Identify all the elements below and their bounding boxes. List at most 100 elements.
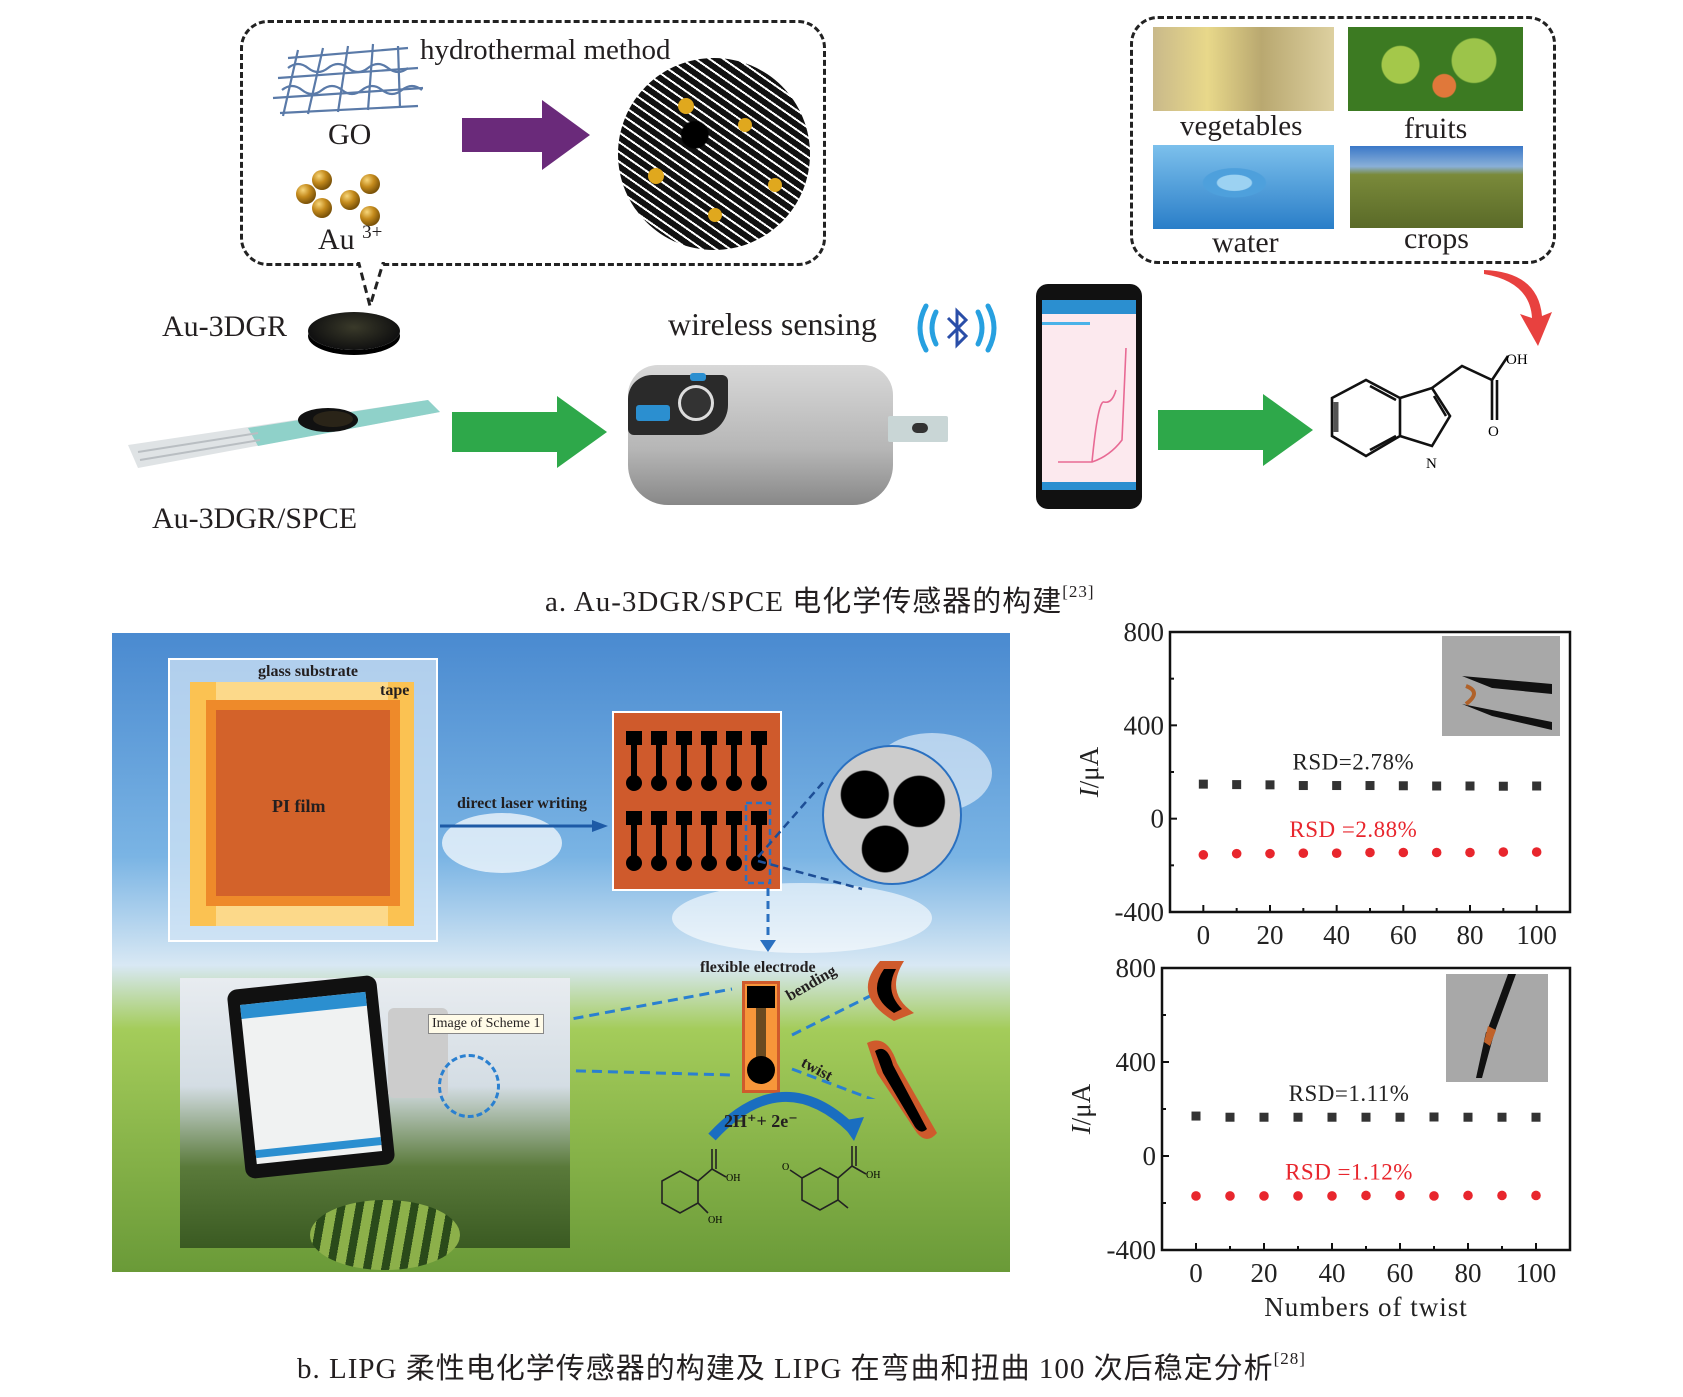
data-point-reduction (1497, 1190, 1507, 1201)
chart-bending: -4000400800020406080100I/μARSD=2.78%RSD … (1074, 617, 1680, 960)
spce-electrode-image (128, 400, 440, 468)
data-point-oxidation (1465, 781, 1475, 791)
oh-label: OH (726, 1173, 740, 1184)
data-point-oxidation (1497, 1112, 1507, 1122)
green-arrow-icon (1158, 394, 1313, 466)
red-curved-arrow-icon (1484, 270, 1552, 346)
data-point-reduction (1431, 847, 1442, 858)
au-3dgr-spce-label: Au-3DGR/SPCE (152, 502, 358, 535)
purple-arrow-icon (462, 100, 590, 170)
data-point-reduction (1225, 1191, 1235, 1201)
x-tick-label: 100 (1516, 920, 1557, 950)
data-point-reduction (1498, 847, 1509, 857)
rsd-annotation: RSD=1.11% (1289, 1081, 1410, 1106)
wireless-sensing-label: wireless sensing (668, 306, 877, 342)
data-point-oxidation (1432, 781, 1442, 791)
caption-b: b. LIPG 柔性电化学传感器的构建及 LIPG 在弯曲和扭曲 100 次后稳… (297, 1345, 1306, 1387)
indole-acetic-acid-structure: N OH O (1330, 352, 1528, 472)
x-tick-label: 20 (1257, 920, 1284, 950)
data-point-reduction (1395, 1190, 1405, 1201)
callout-pointer (356, 258, 386, 310)
data-point-reduction (1331, 848, 1342, 858)
oh-label: OH (1506, 352, 1528, 368)
x-tick-label: 40 (1323, 920, 1350, 950)
data-point-oxidation (1298, 781, 1308, 791)
highlight-circle (438, 1054, 500, 1118)
inset-photo (1442, 636, 1560, 736)
data-point-oxidation (1232, 780, 1242, 790)
oh-label-2: OH (708, 1215, 722, 1226)
au-ion-label: Au 3+ (318, 222, 382, 257)
x-tick-label: 60 (1390, 920, 1417, 950)
y-tick-label: -400 (1107, 1235, 1157, 1265)
go-label: GO (328, 118, 372, 151)
cv-curve (1058, 347, 1127, 463)
water-photo (1153, 145, 1334, 229)
y-tick-label: 0 (1143, 1141, 1157, 1171)
reaction-label: 2H⁺+ 2e⁻ (724, 1111, 798, 1131)
data-point-reduction (1465, 847, 1475, 858)
y-tick-label: 800 (1116, 958, 1157, 983)
tablet (226, 974, 396, 1180)
inserted-electrode (888, 416, 948, 442)
data-point-oxidation (1198, 779, 1208, 789)
water-label: water (1212, 226, 1279, 259)
down-arrow-icon (760, 888, 776, 952)
vegetables-photo (1153, 27, 1334, 111)
data-point-reduction (1327, 1191, 1337, 1201)
zoom-lines (757, 778, 863, 891)
lipg-scene: glass substrate tape PI film direct lase… (112, 633, 1010, 1272)
scheme-image-tag: Image of Scheme 1 (428, 1014, 545, 1034)
phone-screen (1042, 300, 1136, 490)
method-label: hydrothermal method (420, 34, 671, 66)
data-point-oxidation (1225, 1112, 1235, 1122)
data-point-oxidation (1532, 781, 1542, 791)
x-tick-label: 80 (1457, 920, 1484, 950)
data-point-oxidation (1498, 781, 1508, 791)
data-point-oxidation (1332, 781, 1342, 791)
x-axis-label: Numbers of twist (1264, 1292, 1467, 1322)
caption-a-ref: [23] (1062, 582, 1095, 601)
o-label: O (782, 1162, 789, 1173)
data-point-reduction (1398, 847, 1409, 858)
y-axis-label: I/μA (1080, 746, 1104, 798)
fruits-label: fruits (1404, 112, 1468, 145)
data-point-reduction (1298, 848, 1309, 858)
data-point-oxidation (1365, 781, 1375, 791)
x-tick-label: 60 (1387, 1258, 1414, 1288)
data-point-reduction (1198, 850, 1209, 860)
data-point-reduction (1361, 1190, 1371, 1201)
chart-bending-svg: -4000400800020406080100I/μARSD=2.78%RSD … (1074, 617, 1572, 950)
x-tick-label: 100 (1516, 1258, 1557, 1288)
flexible-electrode (742, 981, 780, 1093)
twisted-electrode (867, 1040, 937, 1139)
data-point-reduction (1259, 1191, 1269, 1201)
laser-writing-label: direct laser writing (457, 795, 588, 812)
data-point-reduction (1463, 1190, 1473, 1201)
data-point-oxidation (1395, 1112, 1405, 1122)
y-tick-label: -400 (1115, 897, 1165, 927)
data-point-reduction (1531, 847, 1542, 857)
electrode-patterns (626, 731, 772, 885)
data-point-oxidation (1265, 780, 1275, 790)
data-point-oxidation (1429, 1112, 1439, 1122)
y-tick-label: 0 (1151, 804, 1165, 834)
au-label: Au (318, 223, 355, 256)
data-point-oxidation (1191, 1111, 1201, 1121)
data-point-reduction (1365, 847, 1375, 858)
data-point-reduction (1429, 1191, 1439, 1201)
fruits-photo (1348, 27, 1523, 111)
reaction-arrow-icon (708, 1092, 864, 1141)
electrode-array (612, 711, 782, 891)
quinone-product-structure: O OH (782, 1146, 880, 1211)
graphene-oxide-icon (272, 43, 424, 117)
data-point-oxidation (1293, 1112, 1303, 1122)
synthesis-callout (240, 20, 826, 266)
bent-electrode (867, 961, 914, 1021)
caption-a: a. Au-3DGR/SPCE 电化学传感器的构建[23] (545, 578, 1095, 620)
y-tick-label: 400 (1124, 710, 1165, 740)
au-charge-label: 3+ (362, 222, 383, 243)
rsd-annotation: RSD =1.12% (1285, 1160, 1413, 1185)
